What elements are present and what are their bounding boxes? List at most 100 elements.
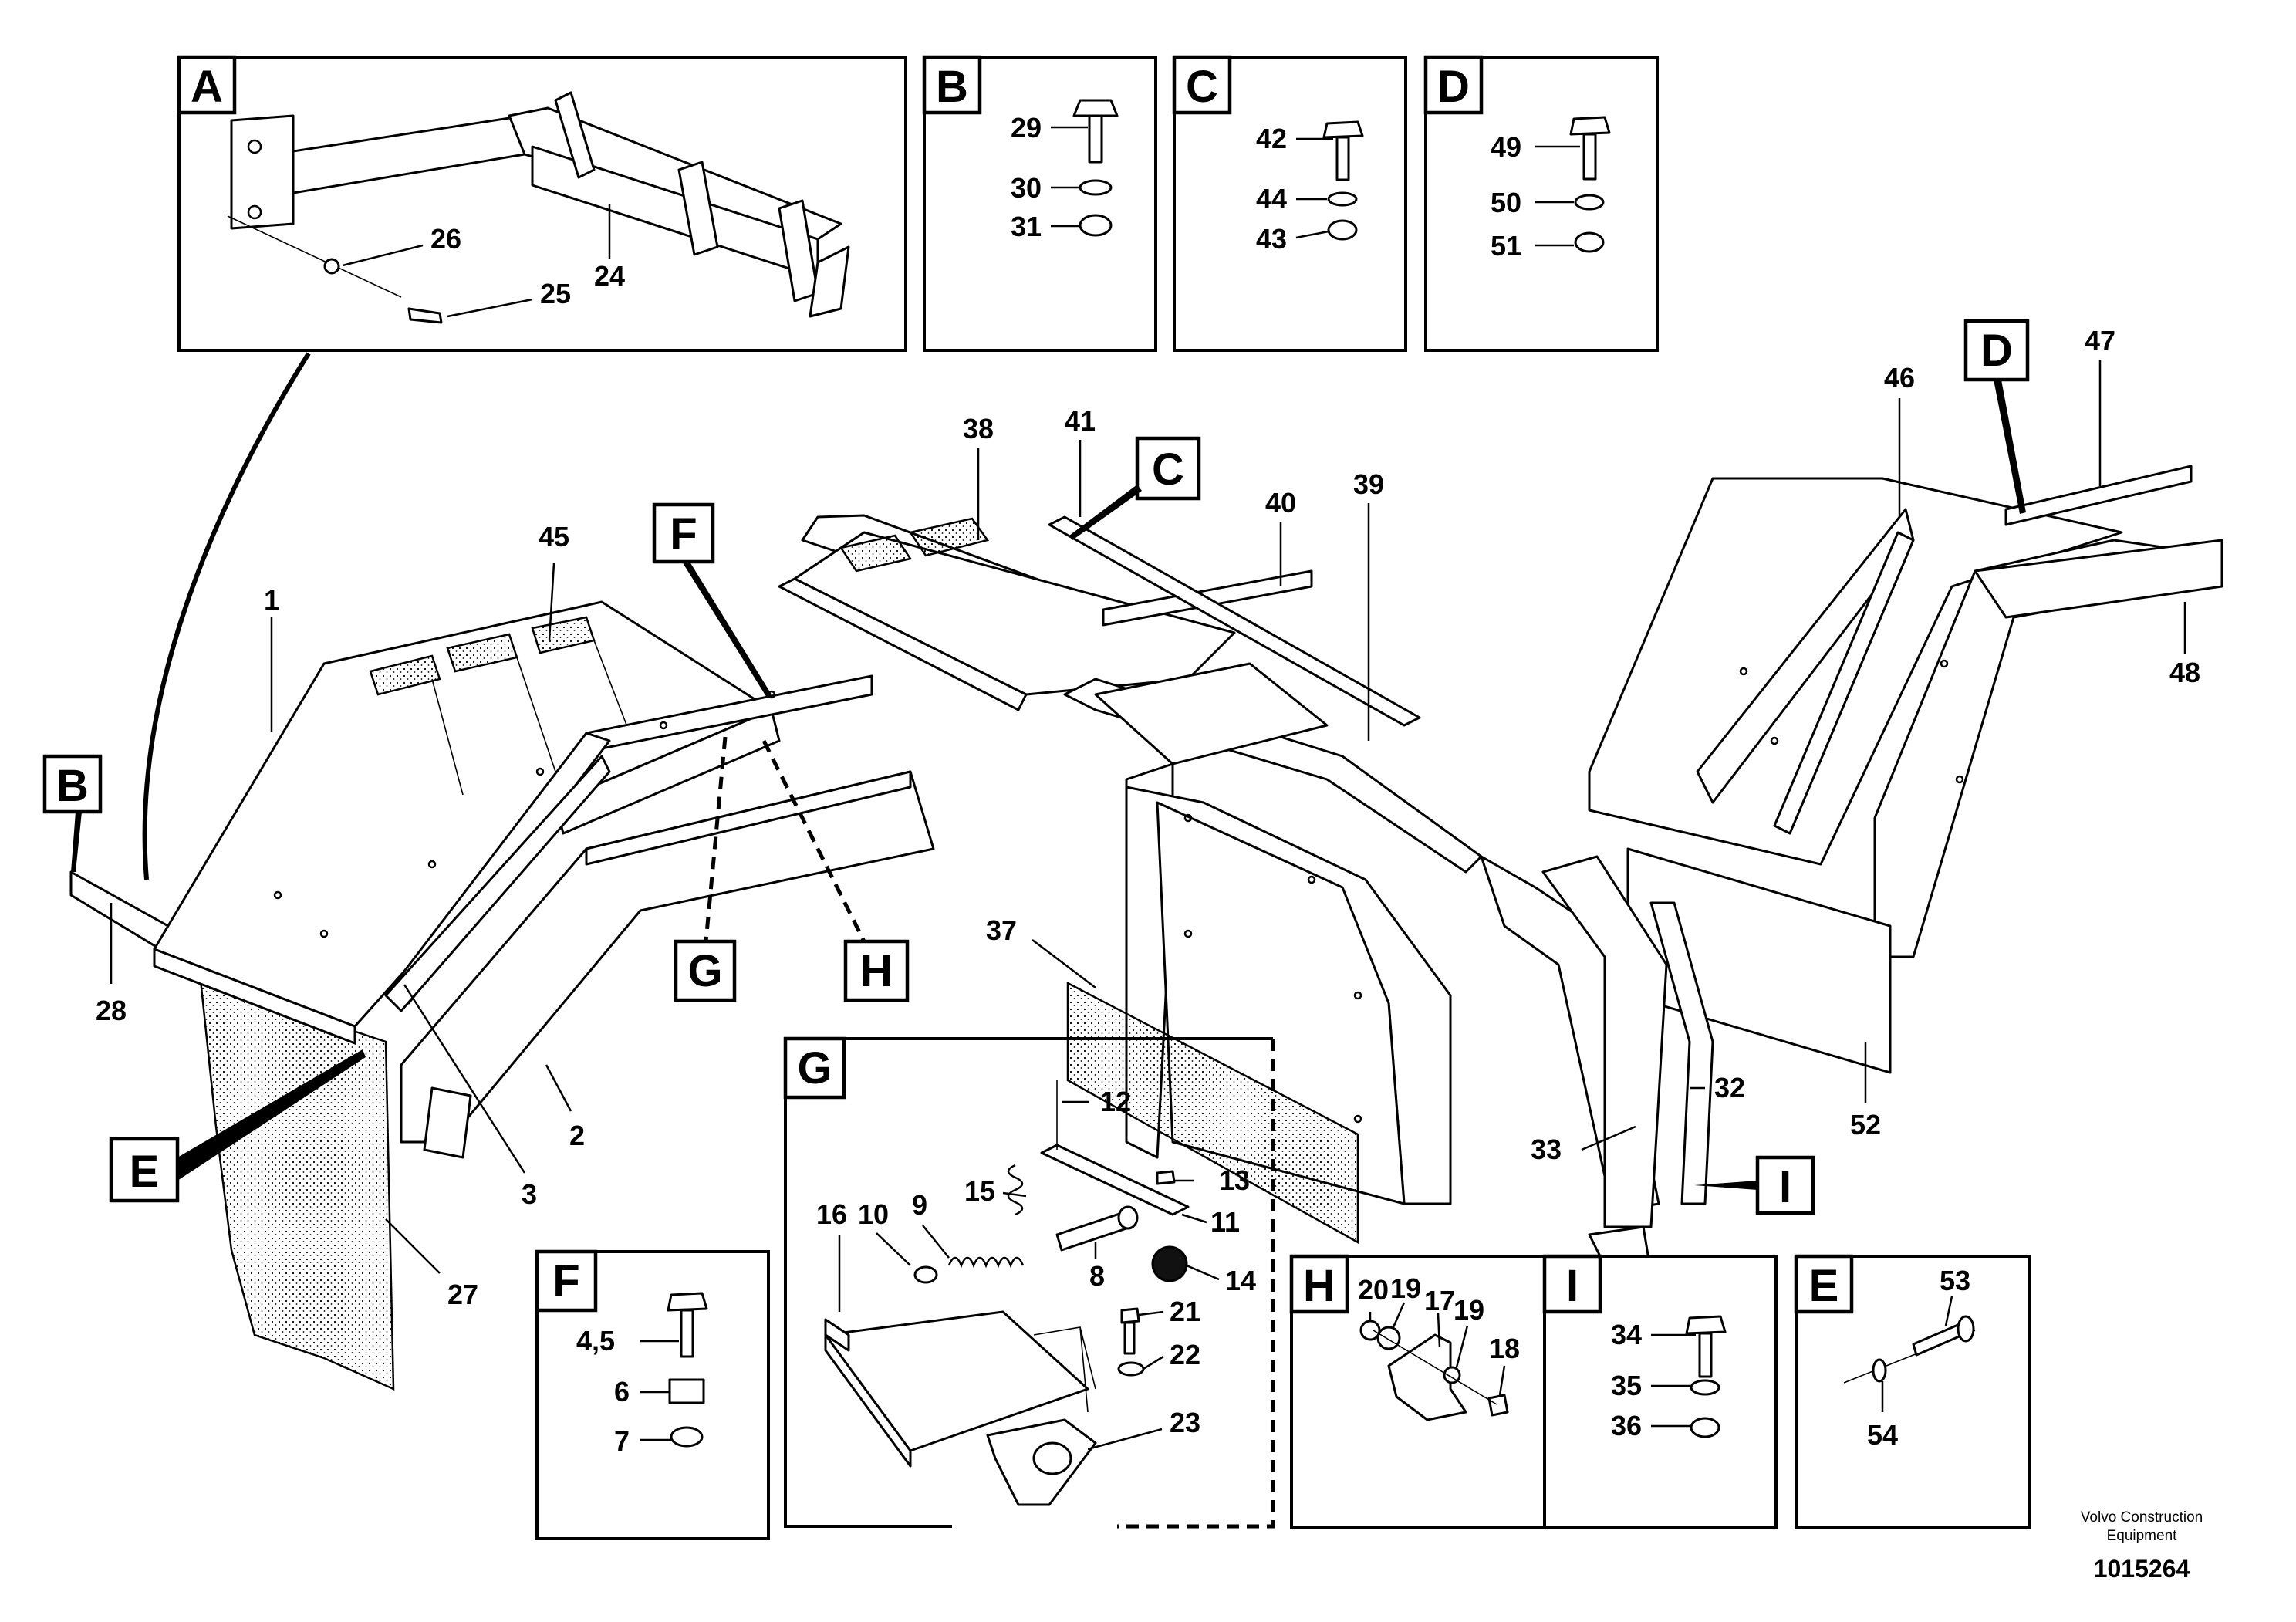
detail-g-label-14: 14: [1225, 1265, 1256, 1296]
detail-i-label-34: 34: [1611, 1319, 1642, 1350]
detail-g-label-10: 10: [858, 1198, 889, 1230]
footer-company-line2: Equipment: [2107, 1528, 2178, 1544]
callout-h-letter: H: [860, 946, 893, 996]
detail-i-letter: I: [1566, 1261, 1578, 1311]
label-1: 1: [264, 584, 279, 616]
detail-g-label-12: 12: [1100, 1086, 1131, 1117]
callout-h: H: [843, 939, 910, 1002]
callout-f: F: [652, 502, 772, 698]
right-fender-assembly: [1541, 465, 2223, 1228]
connector-h-dashed: [761, 739, 866, 943]
detail-c-label-43: 43: [1256, 223, 1287, 255]
label-48: 48: [2169, 657, 2200, 688]
detail-b-letter: B: [936, 62, 968, 112]
detail-c-label-44: 44: [1256, 183, 1287, 215]
detail-c-label-42: 42: [1256, 123, 1287, 154]
detail-box-i: I 34 35 36: [1542, 1254, 1778, 1529]
detail-d-letter: D: [1437, 62, 1470, 112]
detail-g-letter: G: [797, 1043, 832, 1093]
callout-b-letter: B: [56, 761, 89, 811]
callout-e: E: [109, 1049, 366, 1203]
callout-e-letter: E: [130, 1147, 160, 1197]
detail-d-label-50: 50: [1491, 187, 1521, 218]
callout-i-letter: I: [1779, 1162, 1791, 1212]
label-27: 27: [447, 1279, 478, 1310]
callout-g-letter: G: [687, 946, 722, 996]
detail-g-label-11: 11: [1210, 1206, 1240, 1238]
detail-box-d: D 49 50 51: [1423, 55, 1659, 352]
detail-b-label-30: 30: [1011, 172, 1042, 204]
label-28: 28: [96, 995, 127, 1026]
label-41: 41: [1065, 405, 1096, 437]
detail-f-label-7: 7: [614, 1425, 630, 1457]
callout-c-letter: C: [1152, 444, 1184, 495]
right-labels: 46 47 48 52 33 32: [1531, 325, 2200, 1165]
detail-c-letter: C: [1186, 62, 1218, 112]
center-labels: 38 41 40 39 37: [963, 405, 1384, 988]
detail-box-g: G 12: [783, 1036, 1275, 1529]
label-37: 37: [986, 914, 1017, 946]
detail-box-h: H 20 19 17 19 18: [1289, 1254, 1565, 1529]
detail-g-label-9: 9: [912, 1189, 927, 1221]
callout-g: G: [674, 939, 737, 1002]
detail-box-b: B 29 30 31: [922, 55, 1157, 352]
detail-i-label-35: 35: [1611, 1370, 1642, 1401]
detail-a-label-24: 24: [594, 260, 625, 292]
label-3: 3: [522, 1178, 537, 1210]
detail-f-label-4-5: 4,5: [576, 1325, 615, 1357]
knob-14: [1151, 1245, 1188, 1282]
label-47: 47: [2085, 325, 2115, 357]
label-45: 45: [539, 521, 569, 552]
left-fender-assembly: [69, 600, 935, 1391]
detail-b-label-29: 29: [1011, 112, 1042, 144]
detail-g-label-16: 16: [816, 1198, 847, 1230]
detail-d-label-51: 51: [1491, 230, 1521, 262]
detail-g-label-22: 22: [1170, 1339, 1200, 1370]
detail-g-label-13: 13: [1219, 1164, 1250, 1196]
left-labels: 1 45 2 3 27 28: [96, 521, 585, 1310]
label-38: 38: [963, 413, 994, 444]
callout-d-letter: D: [1980, 326, 2013, 376]
label-2: 2: [569, 1120, 585, 1151]
label-39: 39: [1353, 468, 1384, 500]
callout-c: C: [1069, 436, 1201, 540]
detail-f-letter: F: [552, 1256, 579, 1306]
detail-h-label-20: 20: [1358, 1274, 1389, 1306]
callout-f-letter: F: [670, 509, 697, 559]
detail-i-label-36: 36: [1611, 1410, 1642, 1441]
detail-g-label-15: 15: [964, 1175, 995, 1207]
label-32: 32: [1714, 1072, 1745, 1103]
connector-a-curve: [142, 352, 311, 880]
label-52: 52: [1850, 1109, 1881, 1140]
label-33: 33: [1531, 1134, 1562, 1165]
footer-doc-number: 1015264: [2094, 1555, 2190, 1583]
detail-h-label-19a: 19: [1390, 1272, 1421, 1304]
detail-g-label-23: 23: [1170, 1407, 1200, 1438]
detail-e-label-53: 53: [1940, 1265, 1970, 1296]
detail-b-label-31: 31: [1011, 211, 1042, 242]
detail-box-a: A 24 25 26: [177, 55, 907, 352]
detail-f-label-6: 6: [614, 1376, 630, 1407]
detail-box-c: C 42 44 43: [1172, 55, 1407, 352]
detail-box-f: F 4,5 6 7: [535, 1249, 770, 1540]
detail-h-label-19b: 19: [1454, 1294, 1484, 1326]
detail-e-label-54: 54: [1867, 1419, 1898, 1451]
callout-d: D: [1963, 319, 2030, 514]
detail-g-label-8: 8: [1089, 1260, 1105, 1292]
detail-g-label-21: 21: [1170, 1296, 1200, 1327]
detail-box-e: E 53 54: [1794, 1254, 2031, 1529]
footer-company-line1: Volvo Construction: [2081, 1509, 2203, 1526]
callout-i: I: [1694, 1155, 1815, 1215]
label-40: 40: [1265, 487, 1296, 519]
connector-g-dashed: [704, 736, 728, 942]
mud-flap-37: [1066, 981, 1359, 1245]
detail-h-label-17: 17: [1424, 1285, 1455, 1316]
detail-a-letter: A: [191, 62, 223, 112]
detail-a-label-26: 26: [430, 223, 461, 255]
label-46: 46: [1884, 362, 1915, 394]
footer: Volvo Construction Equipment 1015264: [2081, 1509, 2203, 1583]
detail-a-label-25: 25: [540, 278, 571, 309]
detail-e-letter: E: [1809, 1261, 1839, 1311]
detail-h-label-18: 18: [1489, 1333, 1520, 1364]
